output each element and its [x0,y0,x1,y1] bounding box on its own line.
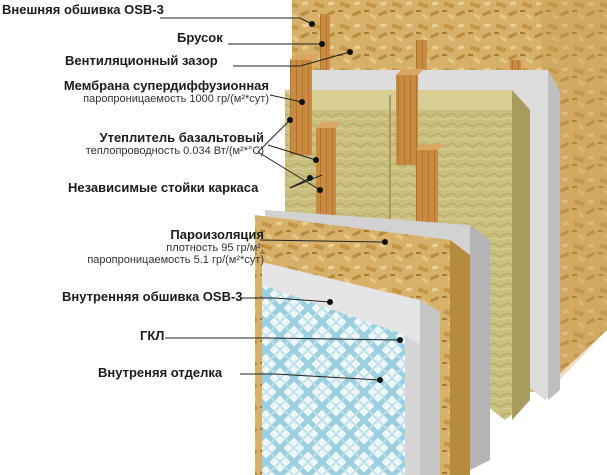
frame-studs [290,54,444,230]
leader-lines [160,17,401,381]
interior-finish-layer [262,285,420,475]
leader-dots [287,21,403,383]
